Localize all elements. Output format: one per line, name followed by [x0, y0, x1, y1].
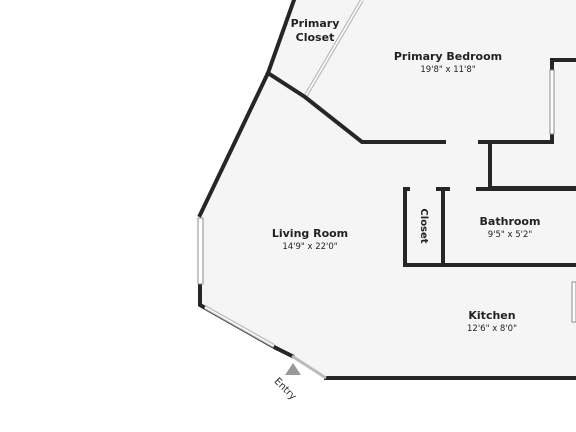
primary-closet-label-line2: Closet	[296, 31, 335, 44]
closet-label: Closet	[418, 208, 429, 243]
living-room-window	[197, 217, 204, 285]
bathroom-dimensions: 9'5" x 5'2"	[488, 230, 533, 240]
primary-bedroom-dimensions: 19'8" x 11'8"	[420, 65, 475, 75]
kitchen-window	[571, 281, 576, 323]
bedroom-wall	[265, 70, 448, 144]
kitchen-label: Kitchen	[468, 309, 515, 322]
primary-closet-label-line1: Primary	[291, 17, 340, 30]
bedroom-window	[549, 69, 555, 135]
entry-door[interactable]	[291, 354, 327, 380]
kitchen-dimensions: 12'6" x 8'0"	[467, 324, 517, 334]
bathroom-label: Bathroom	[480, 215, 541, 228]
entry-label: Entry	[271, 376, 298, 403]
entry-door-frame	[273, 345, 295, 359]
entry-arrow-icon	[285, 363, 301, 375]
living-room-label: Living Room	[272, 227, 348, 240]
floor-area	[200, 0, 576, 380]
living-room-dimensions: 14'9" x 22'0"	[282, 242, 337, 252]
primary-bedroom-label: Primary Bedroom	[394, 50, 502, 63]
